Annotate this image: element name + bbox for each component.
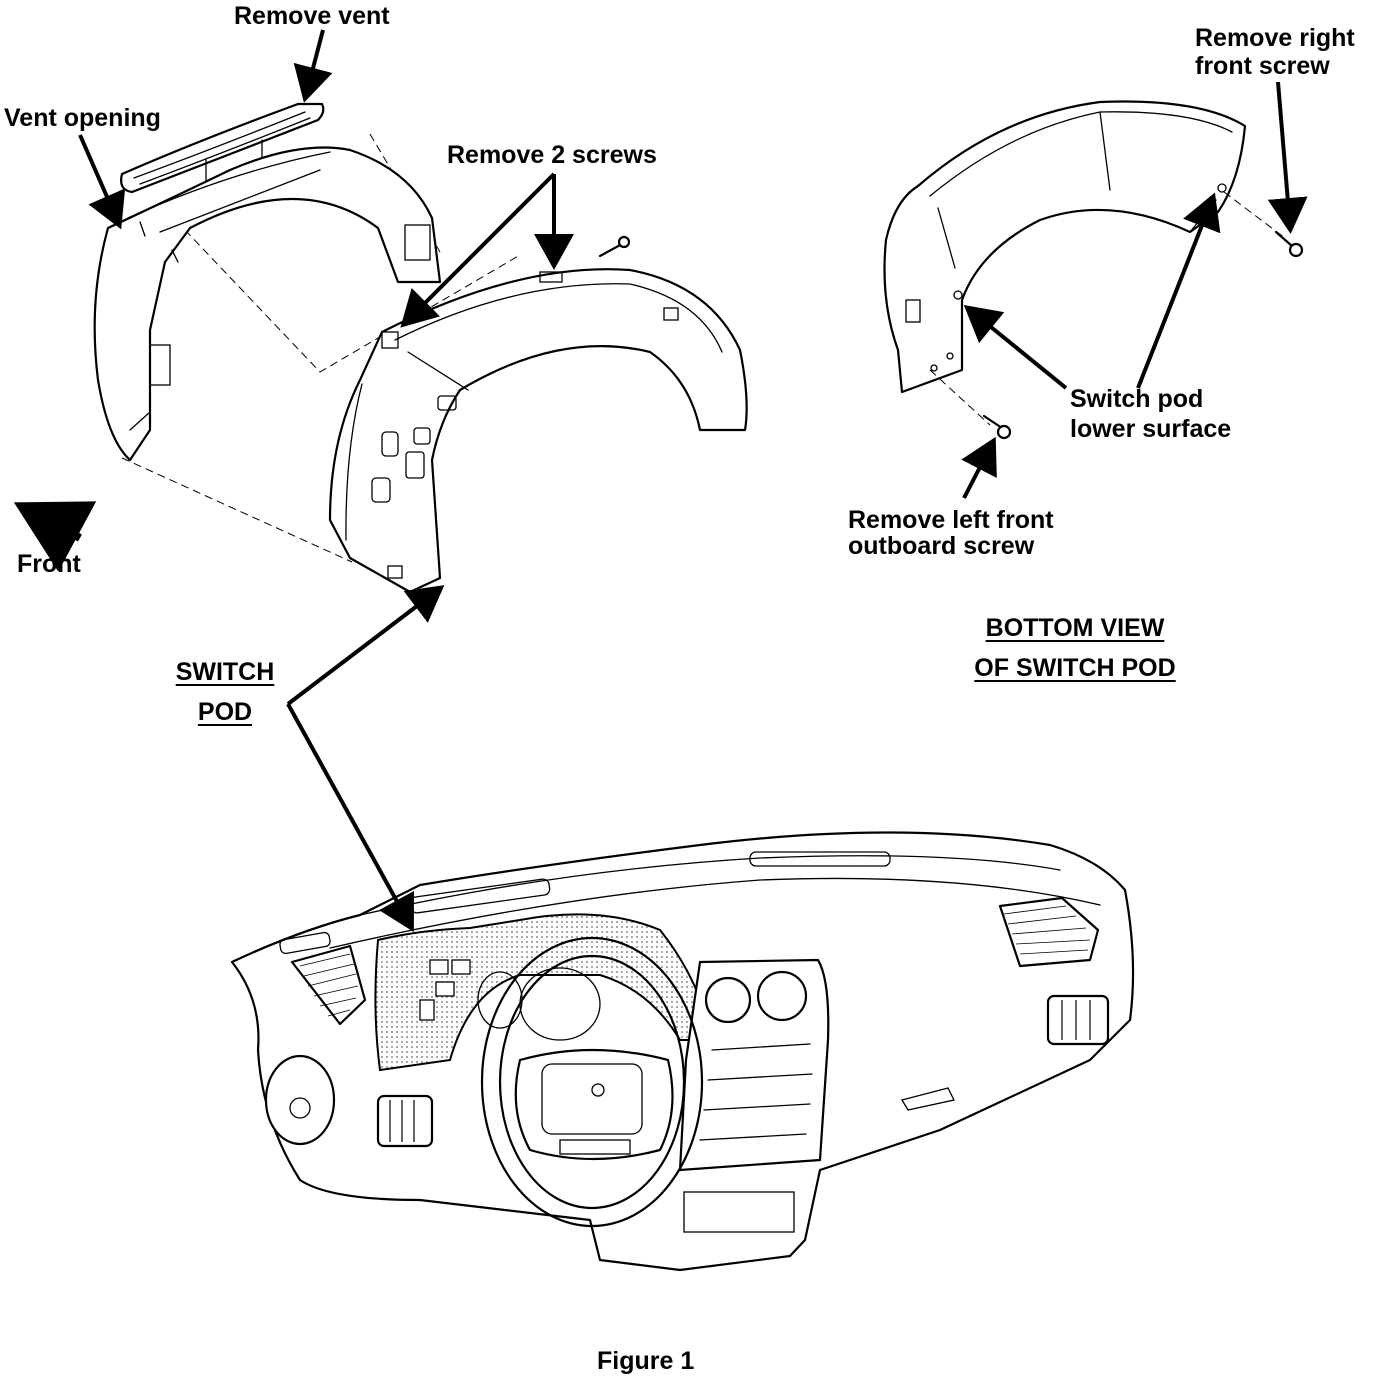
callout-arrows [13,29,1308,933]
screw-top [598,235,631,258]
exploded-pod-drawing [93,102,748,594]
switch-pod-label-line1: SWITCH [175,658,275,686]
screw-left-front [982,414,1012,440]
figure-caption: Figure 1 [597,1347,695,1375]
switch-pod-lower-surface-line2: lower surface [1070,415,1232,443]
remove-left-front-screw-line1: Remove left front [848,506,1054,534]
bottom-view-title-line2: OF SWITCH POD [974,654,1176,682]
screw-right-front [1274,230,1304,258]
left-vent [376,1094,434,1148]
bottom-view-title-line1: BOTTOM VIEW [985,614,1165,642]
remove-2-screws-label: Remove 2 screws [447,141,657,169]
vent-opening-label: Vent opening [4,104,161,132]
steering-wheel [480,936,704,1228]
bottom-view-drawing [883,100,1304,440]
dashboard-drawing [230,831,1135,1272]
front-arrow [13,501,97,572]
front-pod [328,268,748,594]
remove-left-front-screw-line2: outboard screw [848,532,1035,560]
switch-pod-lower-surface-line1: Switch pod [1070,385,1204,413]
vent-part [120,102,325,194]
rear-housing [93,146,442,462]
right-speaker [998,896,1100,968]
bottom-view-pod [883,100,1247,394]
remove-right-front-screw-line2: front screw [1195,52,1330,80]
dash-outline [230,831,1135,1272]
switch-pod-label-line2: POD [197,698,253,726]
wheel-hub [514,1048,674,1161]
front-label: Front [17,550,81,578]
remove-right-front-screw-line1: Remove right [1195,24,1355,52]
right-vent [1046,994,1110,1046]
remove-vent-label: Remove vent [234,2,390,30]
